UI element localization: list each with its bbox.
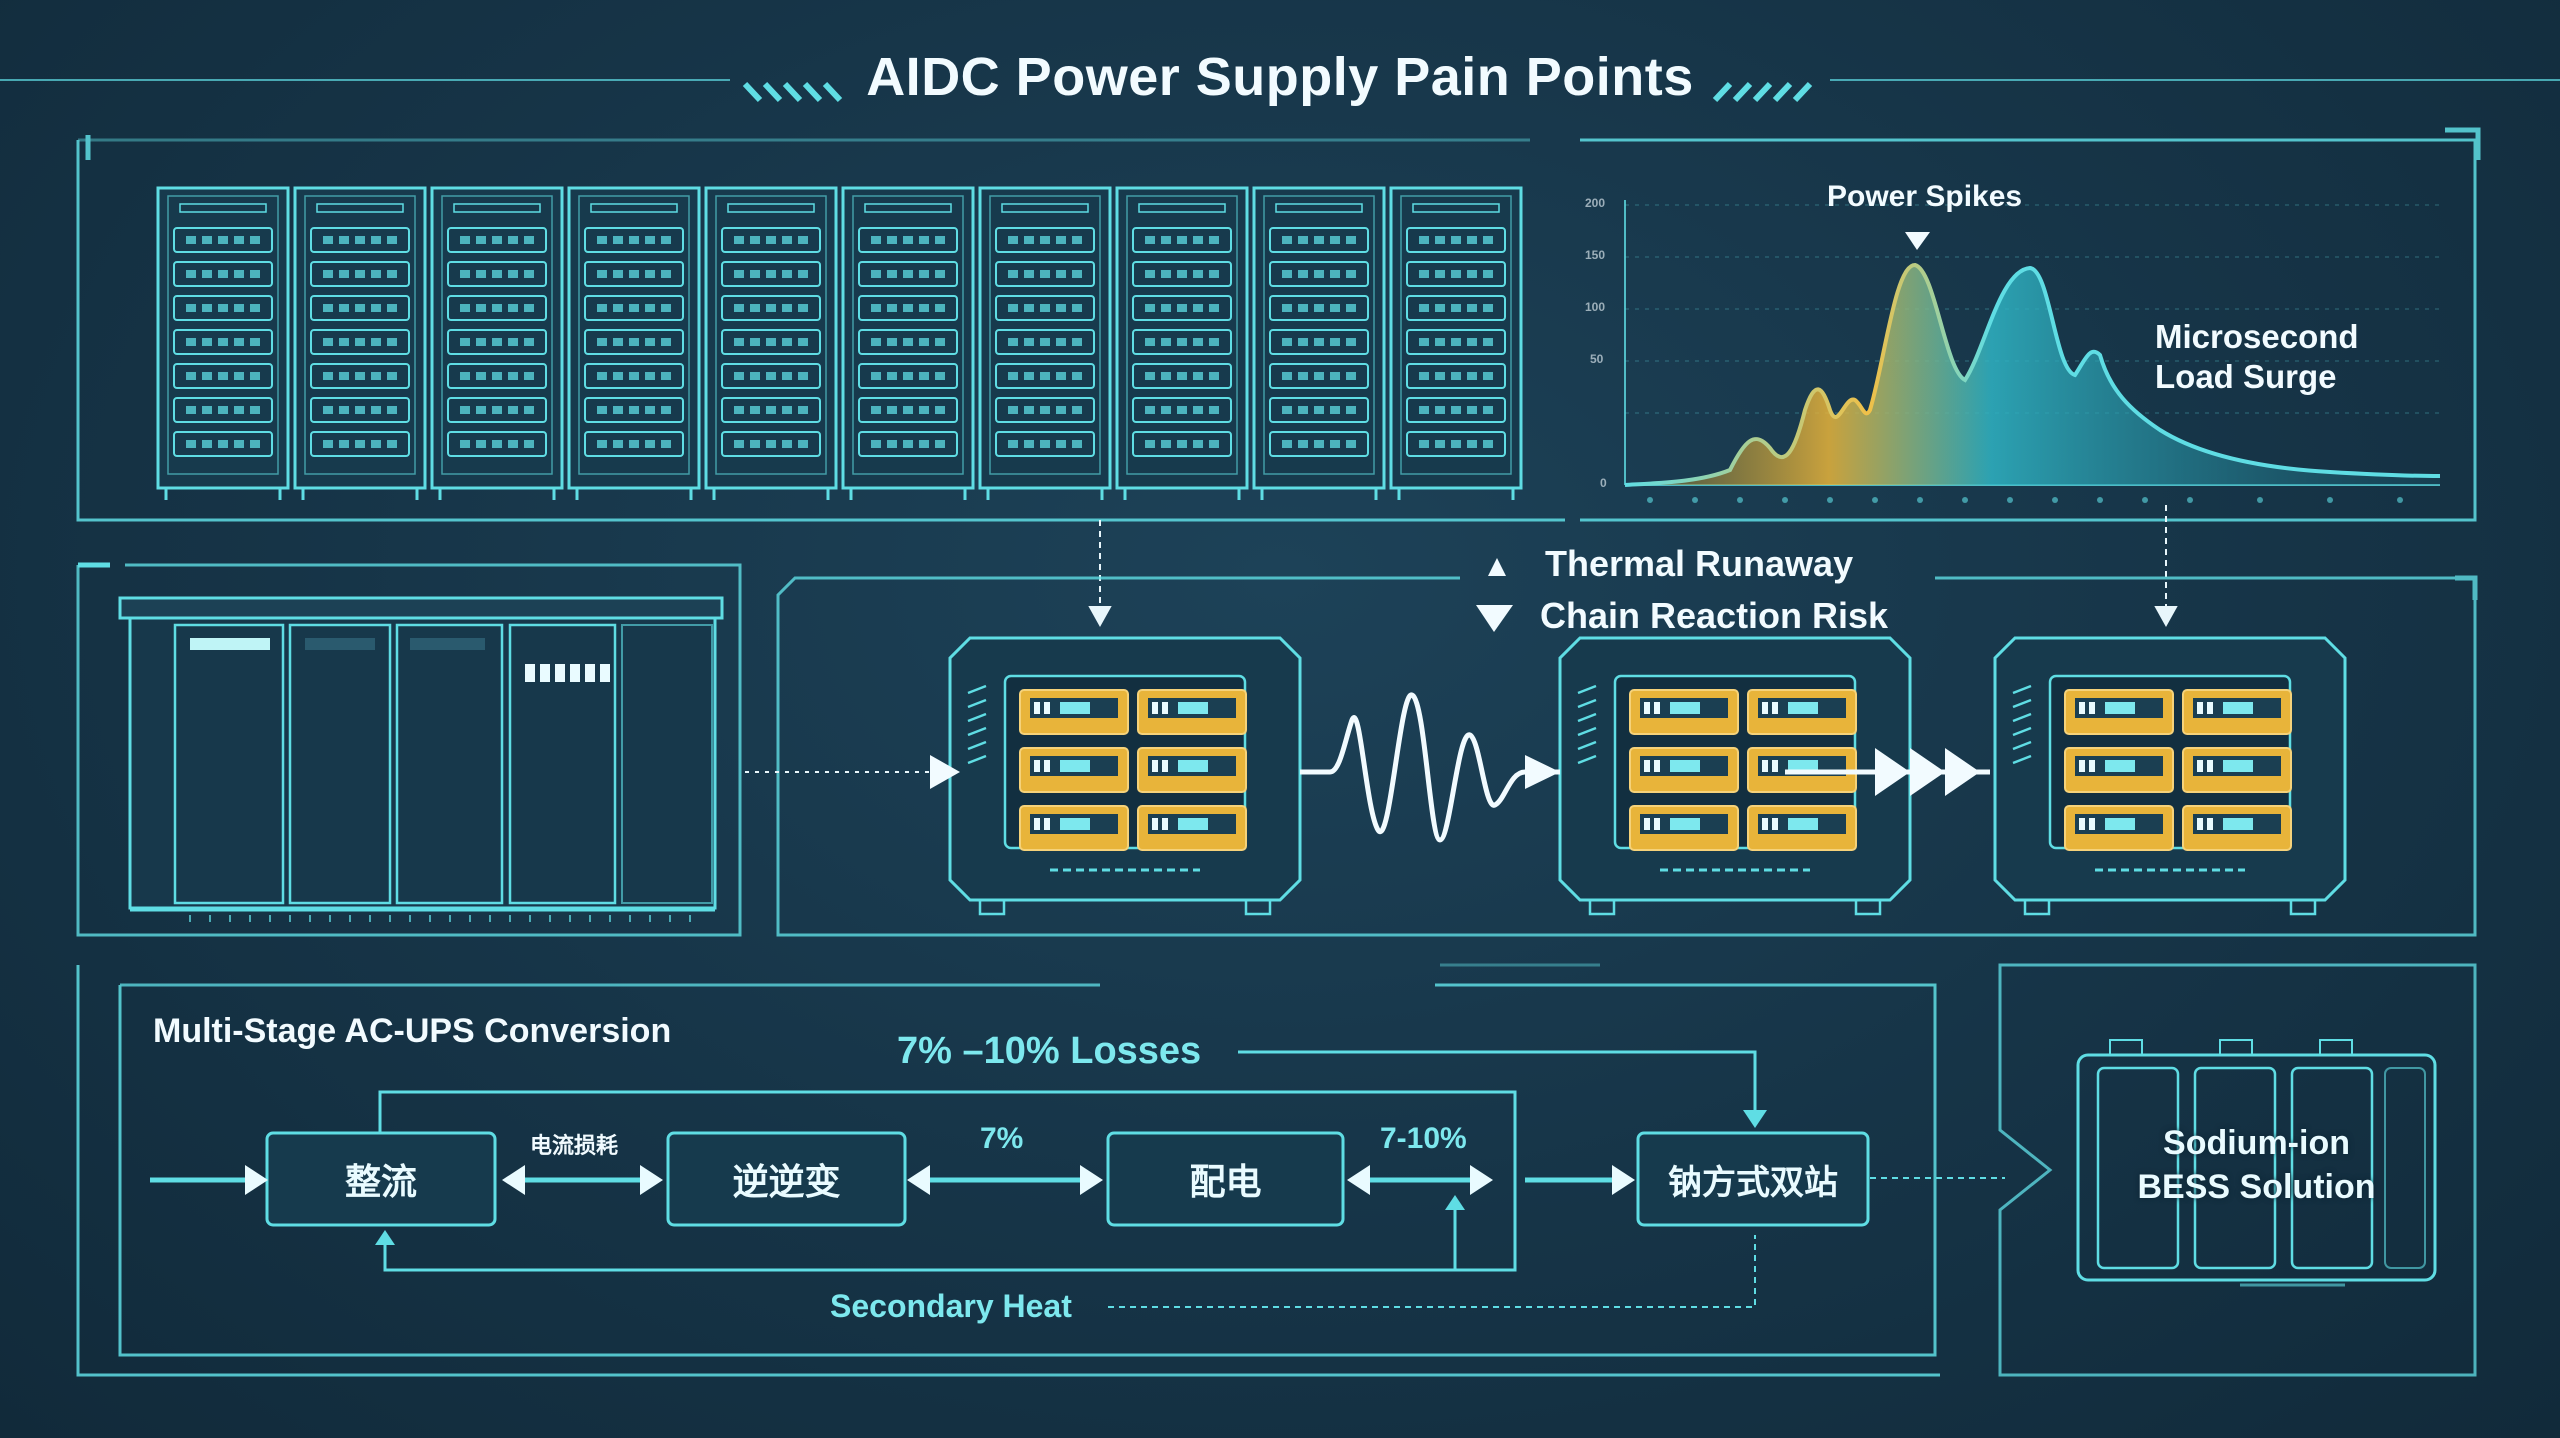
conversion-stage-boxes	[265, 1131, 1870, 1227]
server-rack	[704, 186, 838, 500]
server-rack	[567, 186, 701, 500]
link-label-current-loss: 电流损耗	[530, 1133, 619, 1158]
page-title: AIDC Power Supply Pain Points	[866, 47, 1694, 107]
chart-tick-label-150: 150	[1585, 248, 1606, 262]
conversion-title: Multi-Stage AC-UPS Conversion	[153, 1012, 672, 1050]
load-curve-line	[1624, 262, 2441, 487]
bess-cabinet	[2076, 1039, 2437, 1287]
chart-tick-label-200: 200	[1585, 196, 1606, 210]
battery-unit	[948, 636, 1302, 916]
thermal-runaway-label: Thermal Runaway	[1545, 543, 1854, 584]
server-rack	[841, 186, 975, 500]
conversion-panel-frame	[76, 963, 2477, 1377]
surge-label-line2: Load Surge	[2155, 358, 2337, 395]
chart-tick-label-100: 100	[1585, 300, 1606, 314]
top-panel-frame	[76, 127, 2481, 522]
header-chevrons-right	[1712, 81, 1813, 103]
server-rack	[430, 186, 564, 500]
thermal-chain-flow	[745, 692, 1990, 843]
stage-sodium-station: 钠方式双站	[1668, 1163, 1838, 1202]
surge-label-line1: Microsecond	[2155, 318, 2359, 355]
stage-inverter: 逆逆变	[732, 1161, 841, 1202]
loop-arrowheads	[375, 1110, 1767, 1245]
server-rack	[1115, 186, 1249, 500]
chain-reaction-label: Chain Reaction Risk	[1540, 595, 1889, 636]
secondary-heat-label: Secondary Heat	[830, 1288, 1072, 1324]
load-chart	[1624, 200, 2441, 503]
link-label-7pct: 7%	[980, 1122, 1024, 1155]
header-chevrons-left	[742, 81, 843, 103]
server-rack	[1389, 186, 1523, 500]
power-spikes-label: Power Spikes	[1827, 180, 2023, 213]
link-label-7-10pct: 7-10%	[1380, 1122, 1467, 1155]
top-to-middle-connectors	[1088, 505, 2178, 628]
stage-distribution: 配电	[1189, 1161, 1262, 1202]
losses-label: 7% –10% Losses	[897, 1030, 1202, 1072]
chart-tick-label-50: 50	[1590, 352, 1604, 366]
thermal-warning-icons	[1476, 558, 1513, 632]
bess-solution-label-line2: BESS Solution	[2137, 1167, 2376, 1206]
ups-cabinet-panel	[76, 562, 742, 937]
server-rack	[1252, 186, 1386, 500]
battery-unit	[1558, 636, 1912, 916]
battery-unit-row	[948, 636, 2347, 916]
conversion-loop-lines	[378, 1050, 1757, 1272]
stage-rectifier: 整流	[344, 1161, 417, 1202]
peak-marker	[1905, 232, 1930, 250]
bess-solution-label-line1: Sodium-ion	[2163, 1123, 2350, 1162]
chart-tick-label-0: 0	[1600, 476, 1607, 490]
battery-unit	[1993, 636, 2347, 916]
server-rack	[978, 186, 1112, 500]
thermal-panel-frame	[776, 575, 2478, 937]
server-rack	[293, 186, 427, 500]
server-rack	[156, 186, 290, 500]
server-rack-row	[156, 186, 1523, 500]
conversion-arrowheads	[245, 1165, 1635, 1195]
load-curve-fill	[1625, 265, 2440, 485]
secondary-heat-lines	[1108, 1177, 2005, 1308]
